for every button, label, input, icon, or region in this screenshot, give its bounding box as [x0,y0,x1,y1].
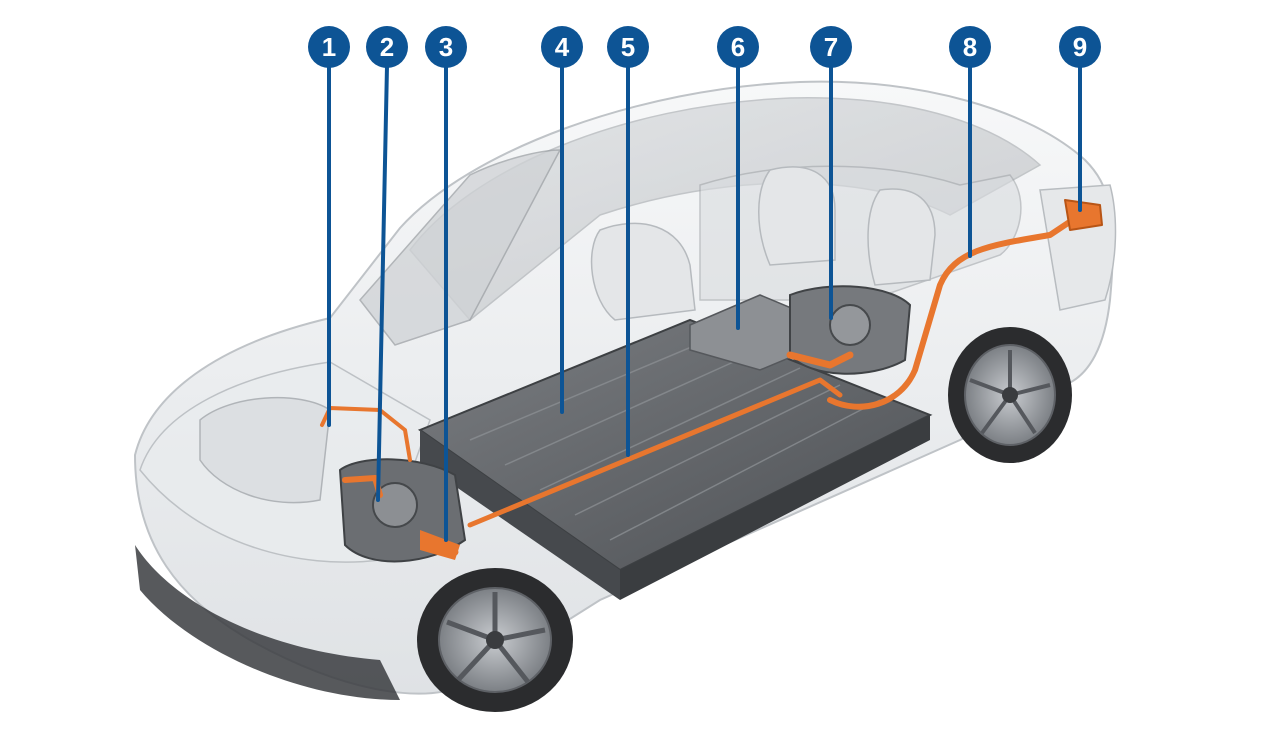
svg-text:8: 8 [963,32,977,62]
svg-text:2: 2 [380,32,394,62]
callout-2: 2 [366,26,408,68]
svg-text:4: 4 [555,32,570,62]
battery-pack [417,294,933,600]
callout-9: 9 [1059,26,1101,68]
svg-text:1: 1 [322,32,336,62]
leader-line-2 [376,64,389,502]
front-wheel [417,568,573,712]
callout-4: 4 [541,26,583,68]
svg-text:6: 6 [731,32,745,62]
svg-text:9: 9 [1073,32,1087,62]
callout-1: 1 [308,26,350,68]
rear-wheel [948,327,1072,463]
callout-6: 6 [717,26,759,68]
svg-text:7: 7 [824,32,838,62]
svg-text:5: 5 [621,32,635,62]
callout-7: 7 [810,26,852,68]
leader-lines [327,64,1082,542]
callouts: 1 2 3 4 5 6 7 8 [308,26,1101,68]
callout-5: 5 [607,26,649,68]
rear-drive-unit [789,285,912,375]
callout-8: 8 [949,26,991,68]
front-drive-unit [338,458,467,563]
callout-3: 3 [425,26,467,68]
svg-text:3: 3 [439,32,453,62]
